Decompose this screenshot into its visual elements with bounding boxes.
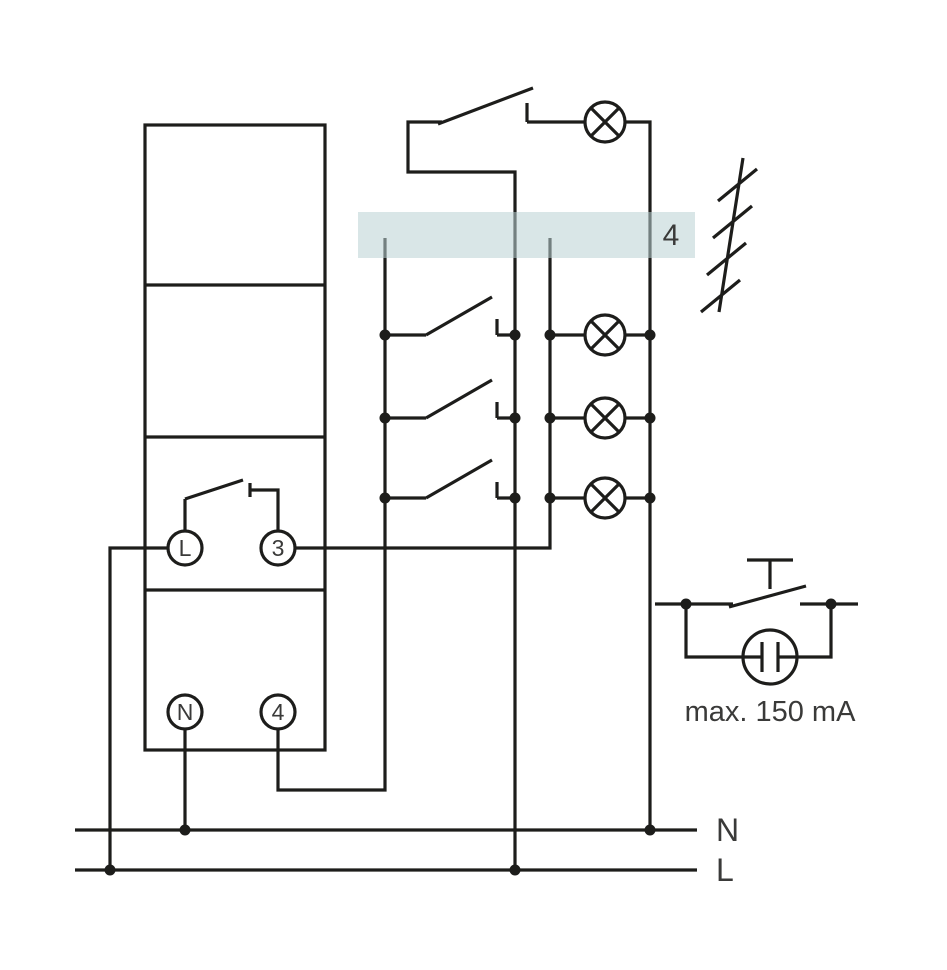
junction-dot [179, 824, 191, 836]
diagram-strokes [75, 86, 858, 872]
lamp-icon [583, 313, 627, 357]
terminal-n-label: N [177, 699, 194, 725]
junction-dot [544, 412, 556, 424]
terminal-4-highlight-band [358, 212, 695, 258]
push-switch-icon [385, 295, 515, 337]
glow-lamp-lead-right [778, 604, 833, 659]
terminal-3-label: 3 [272, 535, 285, 561]
terminal-4-label: 4 [272, 699, 285, 725]
push-button-lever [728, 584, 807, 609]
internal-contact-lever [184, 478, 244, 501]
junction-dot [644, 492, 656, 504]
push-switch-icon [385, 458, 515, 500]
junction-dot [644, 412, 656, 424]
junction-dot [680, 598, 692, 610]
wire-3-to-lamp-column [295, 238, 552, 550]
junction-dot [379, 412, 391, 424]
junction-dot [509, 329, 521, 341]
bus-l-label: L [716, 852, 734, 888]
junction-dot [379, 492, 391, 504]
band-label: 4 [663, 219, 680, 252]
wire-l-to-bus [108, 546, 168, 870]
bus-n-label: N [716, 812, 739, 848]
lamp-icon [583, 396, 627, 440]
top-switch-lever [437, 86, 534, 126]
push-switch-icon [385, 378, 515, 420]
max-current-label: max. 150 mA [685, 696, 856, 728]
lamp-icon [583, 100, 627, 144]
junction-dot [509, 864, 521, 876]
wire-lamps-to-neutral [625, 120, 652, 830]
terminal-l-label: L [179, 535, 192, 561]
junction-dot [379, 329, 391, 341]
junction-dot [104, 864, 116, 876]
glow-lamp-electrodes [760, 642, 780, 672]
junction-dot [509, 412, 521, 424]
internal-contact-fixed [248, 483, 280, 531]
multi-wire-hatch-icon [699, 157, 759, 314]
junction-dot [644, 824, 656, 836]
junction-dot [825, 598, 837, 610]
glow-lamp-icon [741, 628, 799, 686]
lamp-icon [583, 476, 627, 520]
junction-dot [544, 329, 556, 341]
wire-switch-feed-column [406, 120, 517, 870]
push-button-icon [747, 558, 793, 589]
junction-dot [544, 492, 556, 504]
wire-4-to-switch-column [276, 238, 387, 792]
junction-dot [644, 329, 656, 341]
glow-lamp-lead-left [684, 604, 762, 659]
junction-dot [509, 492, 521, 504]
